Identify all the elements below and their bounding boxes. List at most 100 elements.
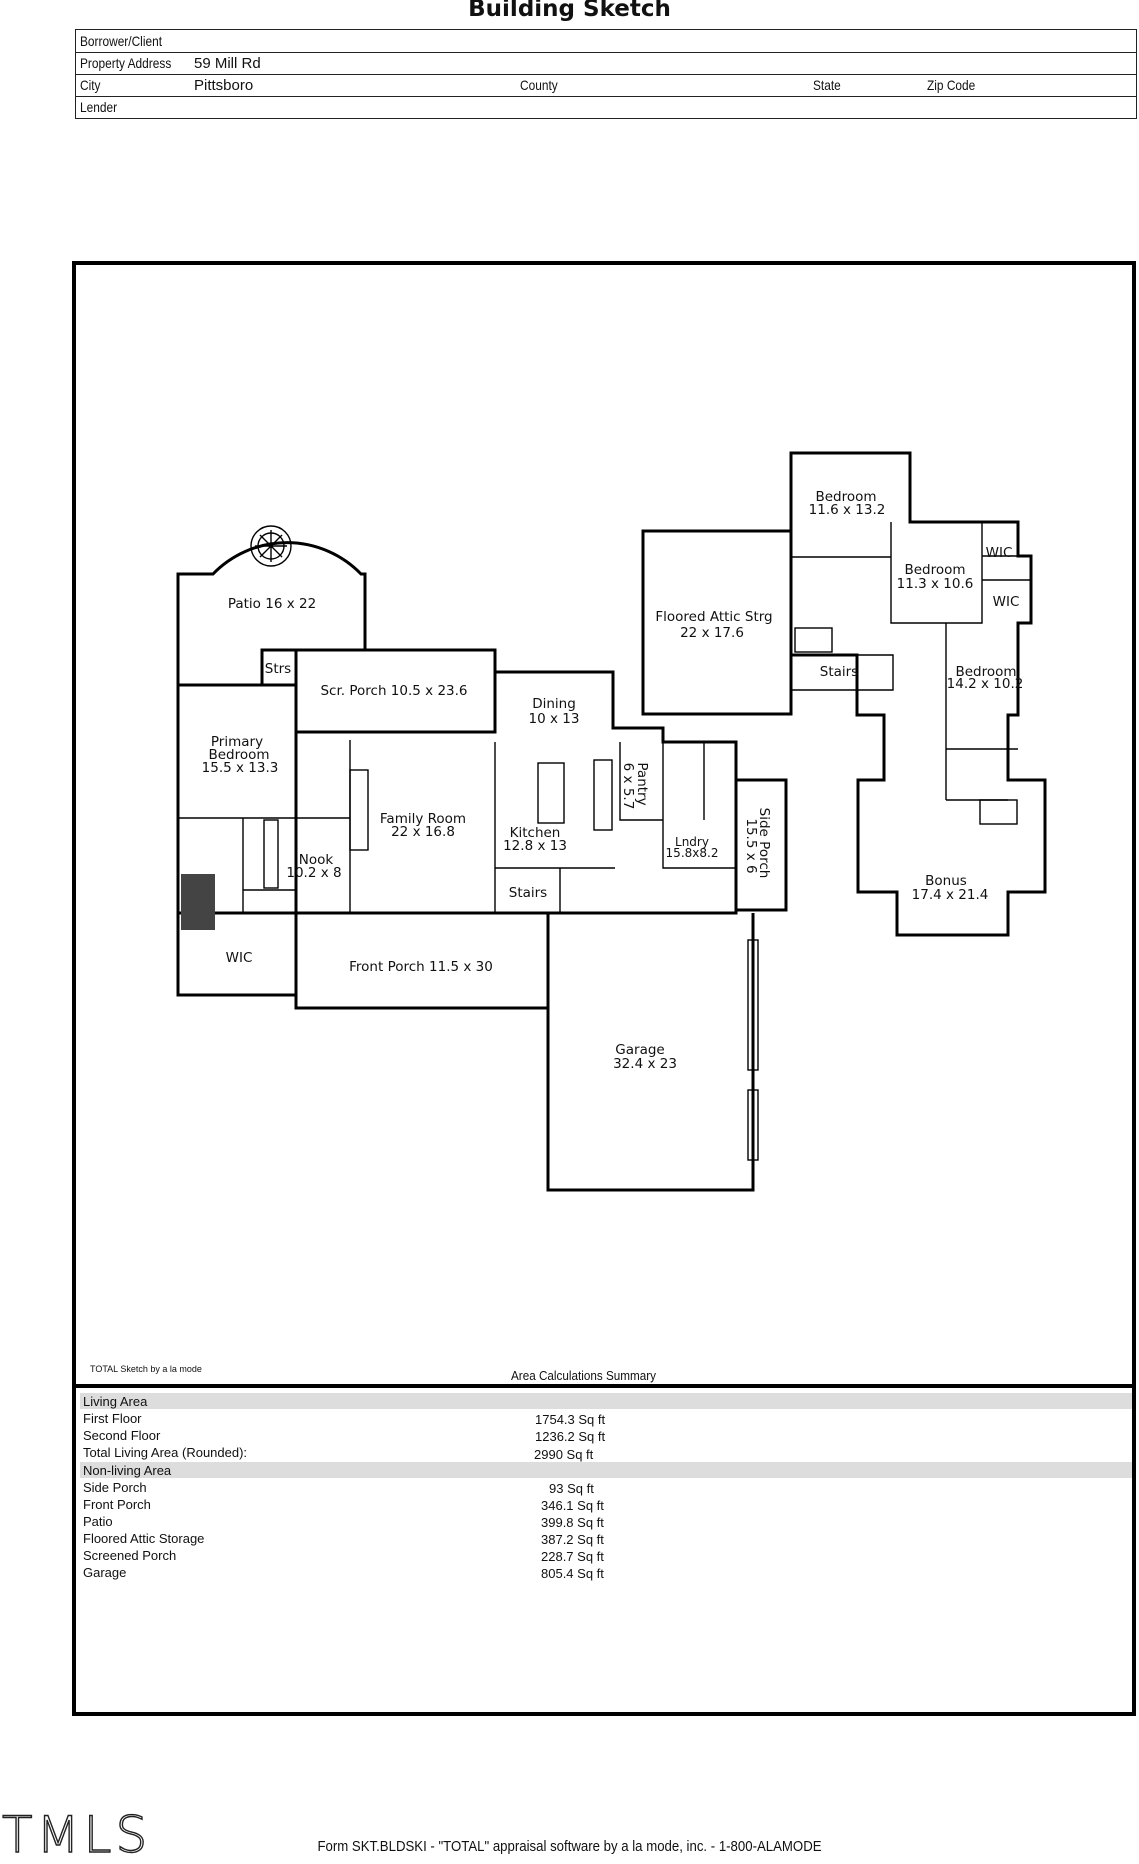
fireplace [181, 874, 215, 930]
summary-divider [76, 1384, 1132, 1388]
garage-door-2 [747, 1089, 759, 1161]
room-attic-name: Floored Attic Strg [655, 609, 772, 625]
room-bedroom1-name: Bedroom [815, 489, 876, 505]
nonliving-row-value: 805.4 Sq ft [541, 1566, 604, 1581]
room-attic-dim: 22 x 17.6 [680, 625, 744, 641]
lender-row: Lender [76, 96, 1136, 118]
side-porch-outline [734, 778, 788, 912]
living-row-value: 1754.3 Sq ft [535, 1412, 606, 1427]
main-house-outline [294, 670, 738, 915]
room-primary-3: 15.5 x 13.3 [202, 760, 279, 776]
room-dining-dim: 10 x 13 [529, 711, 580, 727]
kitchen-island [537, 762, 565, 824]
nonliving-row-label: Floored Attic Storage [83, 1531, 205, 1546]
lender-label: Lender [80, 99, 118, 115]
room-stairs-main: Stairs [509, 885, 547, 901]
room-family-dim: 22 x 16.8 [391, 824, 455, 840]
borrower-label: Borrower/Client [80, 33, 163, 49]
garage-outline [546, 913, 755, 1192]
nonliving-header: Non-living Area [83, 1463, 172, 1478]
room-laundry-name: Lndry [675, 835, 709, 849]
room-side-porch: Side Porch [756, 808, 772, 879]
room-garage-dim: 32.4 x 23 [613, 1056, 677, 1072]
nonliving-row-label: Patio [83, 1514, 113, 1529]
room-laundry-dim: 15.8x8.2 [666, 846, 719, 860]
upper-interior-walls [791, 522, 1031, 801]
nonliving-band [80, 1462, 1132, 1478]
property-header-table: Borrower/Client Property Address 59 Mill… [75, 29, 1137, 119]
room-dining-name: Dining [532, 696, 576, 712]
nonliving-row-value: 399.8 Sq ft [541, 1515, 604, 1530]
nonliving-row-value: 228.7 Sq ft [541, 1549, 604, 1564]
city-value: Pittsboro [194, 77, 254, 94]
range [593, 759, 613, 831]
nonliving-row-label: Garage [83, 1565, 127, 1580]
nonliving-row-label: Front Porch [83, 1497, 151, 1512]
nonliving-row-value: 93 Sq ft [549, 1481, 594, 1496]
patio-outline [176, 541, 367, 685]
sketch-frame [72, 261, 1136, 1716]
tub-upper-1 [794, 627, 833, 653]
living-row-label: First Floor [83, 1411, 142, 1426]
form-footer: Form SKT.BLDSKI - "TOTAL" appraisal soft… [317, 1838, 822, 1855]
state-label: State [813, 77, 841, 93]
room-bedroom3-name: Bedroom [955, 664, 1016, 680]
room-patio: Patio 16 x 22 [228, 596, 316, 612]
room-bedroom1-dim: 11.6 x 13.2 [809, 502, 886, 518]
nonliving-row-value: 346.1 Sq ft [541, 1498, 604, 1513]
living-header: Living Area [83, 1394, 148, 1409]
room-bedroom2-name: Bedroom [904, 562, 965, 578]
room-bedroom3-dim: 14.2 x 10.2 [947, 676, 1024, 692]
city-label: City [80, 77, 101, 93]
room-kitchen-name: Kitchen [510, 825, 561, 841]
living-row-label: Total Living Area (Rounded): [83, 1445, 248, 1460]
address-label: Property Address [80, 55, 172, 71]
living-row-label: Second Floor [83, 1428, 161, 1443]
nonliving-row-label: Side Porch [83, 1480, 147, 1495]
zip-label: Zip Code [927, 77, 976, 93]
page-title: Building Sketch [468, 0, 671, 22]
room-pantry-dim: 6 x 5.7 [620, 763, 636, 810]
city-row: City Pittsboro County State Zip Code [76, 74, 1136, 97]
room-side-porch-dim: 15.5 x 6 [743, 818, 759, 873]
patio-medallion [250, 525, 292, 567]
room-wic-up-1: WIC [986, 545, 1013, 561]
address-row: Property Address 59 Mill Rd [76, 52, 1136, 75]
living-band [80, 1393, 1132, 1409]
nonliving-row-value: 387.2 Sq ft [541, 1532, 604, 1547]
room-nook-name: Nook [299, 852, 334, 868]
patio-medallion-rays [255, 530, 287, 562]
room-front-porch: Front Porch 11.5 x 30 [349, 959, 493, 975]
mls-logo: TMLS [1, 1805, 152, 1864]
borrower-row: Borrower/Client [76, 30, 1136, 53]
summary-title: Area Calculations Summary [511, 1368, 657, 1383]
nonliving-row-label: Screened Porch [83, 1548, 177, 1563]
garage-door-1 [747, 939, 759, 1071]
room-stairs-up: Stairs [820, 664, 858, 680]
address-value: 59 Mill Rd [194, 55, 261, 72]
room-screened-porch: Scr. Porch 10.5 x 23.6 [320, 683, 467, 699]
sketch-credit: TOTAL Sketch by a la mode [90, 1364, 202, 1374]
room-wic-up-2: WIC [993, 594, 1020, 610]
upper-floor-outline [789, 451, 1047, 937]
room-pantry: Pantry [634, 762, 650, 805]
room-primary-2: Bedroom [208, 747, 269, 763]
room-wic-main: WIC [226, 950, 253, 966]
living-row-value: 2990 Sq ft [534, 1447, 594, 1462]
living-row-value: 1236.2 Sq ft [535, 1429, 606, 1444]
fireplace-hearth [349, 769, 369, 851]
county-label: County [520, 77, 558, 93]
room-bonus-name: Bonus [925, 873, 967, 889]
room-bedroom2-dim: 11.3 x 10.6 [897, 576, 974, 592]
room-primary-1: Primary [211, 734, 263, 750]
room-garage-name: Garage [615, 1042, 664, 1058]
wic-main-outline [176, 911, 298, 997]
tub-upper-2 [979, 799, 1018, 825]
room-kitchen-dim: 12.8 x 13 [503, 838, 567, 854]
vanity-primary [263, 819, 279, 889]
room-nook-dim: 10.2 x 8 [286, 865, 341, 881]
room-strs: Strs [265, 661, 291, 677]
room-family-name: Family Room [380, 811, 466, 827]
room-bonus-dim: 17.4 x 21.4 [912, 887, 989, 903]
